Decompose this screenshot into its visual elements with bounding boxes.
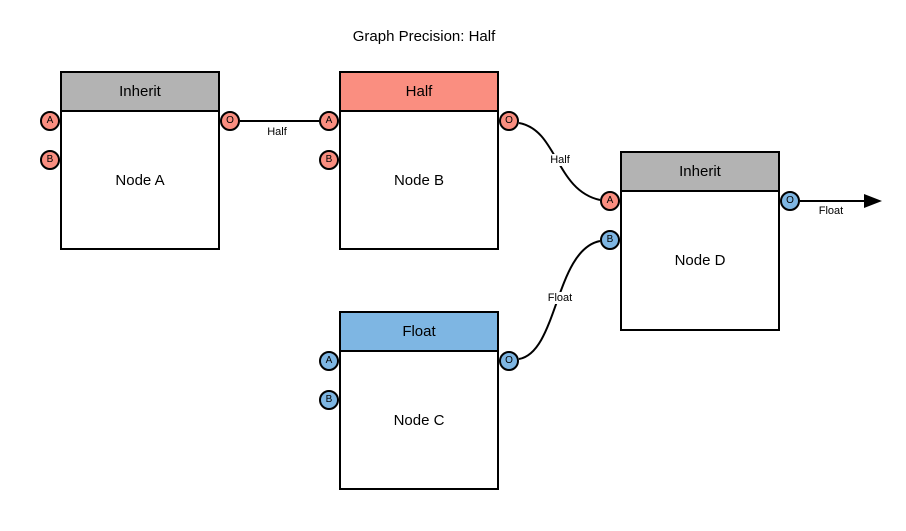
- node-d[interactable]: Inherit Node D: [620, 151, 780, 331]
- node-c-port-a[interactable]: A: [319, 351, 339, 371]
- edge-label-a-to-b: Half: [265, 126, 289, 138]
- node-a[interactable]: Inherit Node A: [60, 71, 220, 250]
- node-c-port-b[interactable]: B: [319, 390, 339, 410]
- node-b-label: Node B: [393, 171, 445, 189]
- diagram-title: Graph Precision: Half: [352, 28, 496, 45]
- node-c-header: Float: [341, 313, 497, 352]
- node-b[interactable]: Half Node B: [339, 71, 499, 250]
- node-d-port-b[interactable]: B: [600, 230, 620, 250]
- node-b-header: Half: [341, 73, 497, 112]
- node-a-label: Node A: [115, 171, 165, 189]
- node-a-port-o[interactable]: O: [220, 111, 240, 131]
- node-a-port-b[interactable]: B: [40, 150, 60, 170]
- node-d-header: Inherit: [622, 153, 778, 192]
- node-c[interactable]: Float Node C: [339, 311, 499, 490]
- node-b-port-o[interactable]: O: [499, 111, 519, 131]
- node-d-label: Node D: [674, 251, 726, 269]
- node-d-port-o[interactable]: O: [780, 191, 800, 211]
- node-b-port-b[interactable]: B: [319, 150, 339, 170]
- node-c-port-o[interactable]: O: [499, 351, 519, 371]
- node-a-port-a[interactable]: A: [40, 111, 60, 131]
- edge-label-b-to-d: Half: [548, 154, 572, 166]
- node-c-label: Node C: [393, 411, 445, 429]
- edge-label-d-output: Float: [816, 205, 846, 217]
- node-a-header: Inherit: [62, 73, 218, 112]
- node-d-port-a[interactable]: A: [600, 191, 620, 211]
- edge-label-c-to-d: Float: [545, 292, 575, 304]
- node-b-port-a[interactable]: A: [319, 111, 339, 131]
